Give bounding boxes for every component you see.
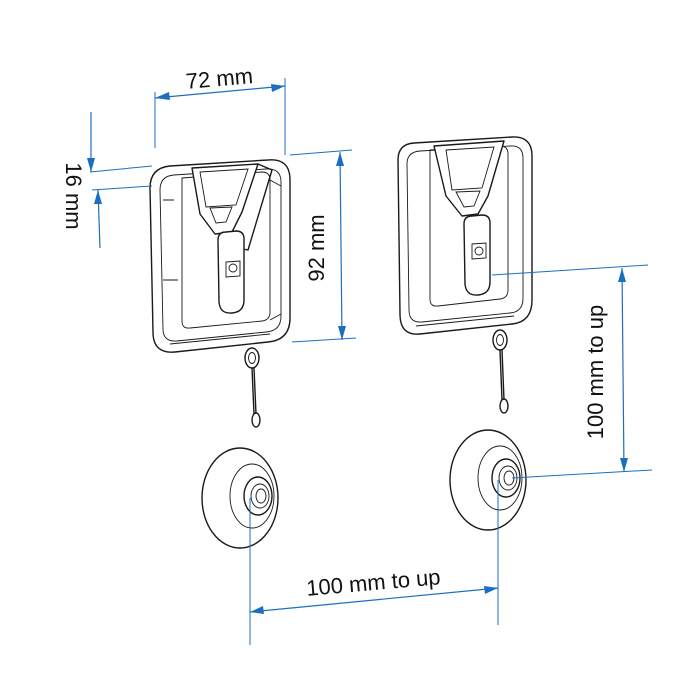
dimension-height: 92 mm [289,149,357,343]
dimension-vertical-spacing: 100 mm to up [491,264,653,479]
left-device [149,159,291,428]
depth-label: 16 mm [61,162,86,229]
dimension-width: 72 mm [154,63,286,155]
right-wall-mount [449,429,527,531]
width-label: 72 mm [185,63,254,94]
vertical-spacing-label: 100 mm to up [583,305,608,440]
left-wall-mount [201,447,279,549]
dimension-depth: 16 mm [61,112,153,249]
height-label: 92 mm [304,214,329,281]
right-device [397,136,533,414]
